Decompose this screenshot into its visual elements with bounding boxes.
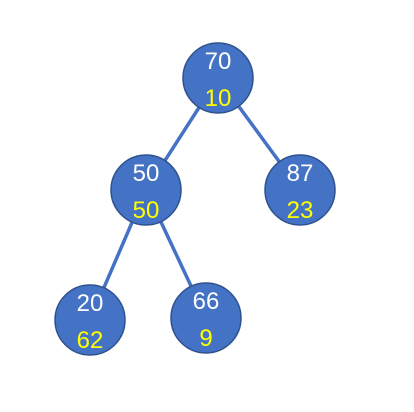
node-circle <box>170 282 242 354</box>
node-priority: 9 <box>199 325 212 352</box>
node-key: 87 <box>287 160 314 187</box>
node-priority: 10 <box>205 85 232 112</box>
node-priority: 50 <box>133 197 160 224</box>
node-circle <box>182 42 254 114</box>
node-key: 50 <box>133 160 160 187</box>
node-circle <box>110 154 182 226</box>
tree-node-66: 669 <box>170 282 242 354</box>
node-key: 70 <box>205 48 232 75</box>
node-key: 66 <box>193 288 220 315</box>
node-priority: 23 <box>287 197 314 224</box>
node-key: 20 <box>77 290 104 317</box>
node-priority: 62 <box>77 327 104 354</box>
node-circle <box>264 154 336 226</box>
node-circle <box>54 284 126 356</box>
